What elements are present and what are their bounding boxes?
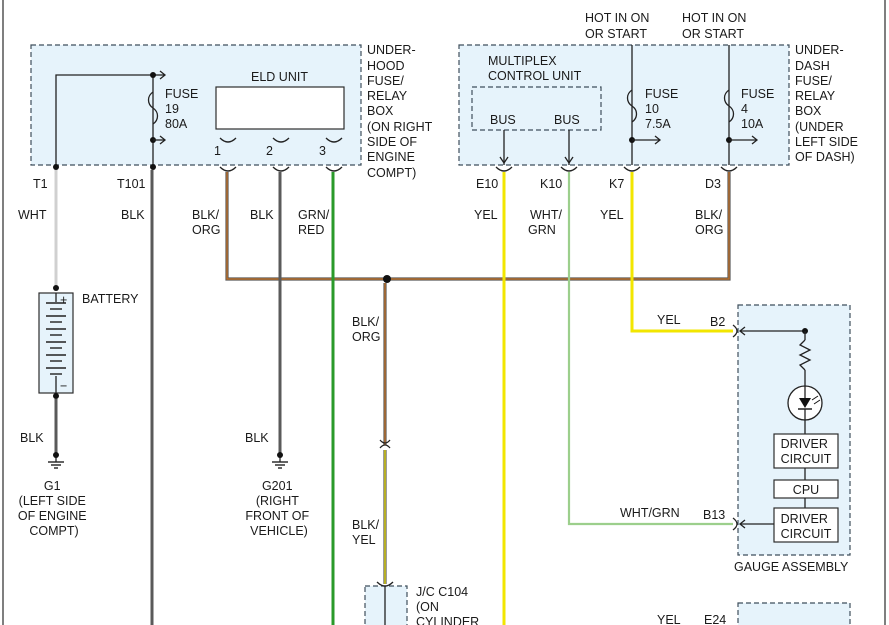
fuse-feed-line [55, 74, 153, 165]
battery-label: BATTERY [82, 292, 139, 306]
label-blk-yel: BLK/ YEL [352, 518, 383, 547]
label-blk-org-d3: BLK/ ORG [695, 208, 726, 237]
gauge-pin-b2: B2 [710, 315, 725, 329]
eld-pin-2: 2 [266, 144, 273, 158]
terminal-t101: T101 [117, 177, 146, 191]
fuse-19-label: FUSE 19 80A [165, 87, 202, 131]
eld-unit [215, 86, 345, 130]
label-wht-grn-b13: WHT/GRN [620, 506, 680, 520]
ground-g1-icon [48, 452, 64, 469]
ground-g1-label: G1 (LEFT SIDE OF ENGINE COMPT) [18, 479, 90, 538]
battery: + − [38, 285, 74, 399]
eld-unit-label: ELD UNIT [251, 70, 308, 84]
label-blk-g201: BLK [245, 431, 269, 445]
underhood-title: UNDER- HOOD FUSE/ RELAY BOX (ON RIGHT SI… [367, 43, 436, 180]
underdash-title: UNDER- DASH FUSE/ RELAY BOX (UNDER LEFT … [795, 43, 861, 164]
terminal-t1: T1 [33, 177, 48, 191]
wire-wht-grn [567, 172, 733, 526]
label-blk-2: BLK [250, 208, 274, 222]
junction-connector-c104 [364, 581, 408, 625]
gauge-assembly-label: GAUGE ASSEMBLY [734, 560, 849, 574]
hot-in-label-2: HOT IN ON OR START [682, 11, 750, 41]
bus-label-2: BUS [554, 113, 580, 127]
battery-plus: + [60, 293, 67, 307]
eld-pin-3: 3 [319, 144, 326, 158]
label-yel-k7: YEL [600, 208, 624, 222]
svg-text:DRIVER CIRCUIT: DRIVER CIRCUIT [781, 437, 832, 466]
hot-in-label-1: HOT IN ON OR START [585, 11, 653, 41]
label-blk-t101: BLK [121, 208, 145, 222]
cpu-block [773, 479, 839, 499]
jc-c104-label: J/C C104 (ON CYLINDER [416, 585, 479, 625]
label-wht: WHT [18, 208, 47, 222]
bus-label-1: BUS [490, 113, 516, 127]
fuse-4-symbol [723, 89, 735, 123]
driver-circuit-2 [773, 507, 839, 543]
underhood-fuse-box: UNDER- HOOD FUSE/ RELAY BOX (ON RIGHT SI… [30, 43, 436, 180]
fuse-4-label: FUSE 4 10A [741, 87, 778, 131]
battery-minus: − [60, 379, 67, 393]
terminal-k10: K10 [540, 177, 562, 191]
gauge-assembly: DRIVER CIRCUIT CPU DRIVER CIRCUIT [732, 304, 851, 556]
label-wht-grn-k10: WHT/ GRN [528, 208, 565, 237]
resistor-icon [798, 339, 812, 371]
svg-text:DRIVER CIRCUIT: DRIVER CIRCUIT [781, 512, 832, 541]
gauge-pin-e24: E24 [704, 613, 726, 625]
gauge-assembly-lower [737, 602, 851, 625]
label-grn-red: GRN/ RED [298, 208, 333, 237]
mcu-box [471, 86, 602, 131]
terminal-e10: E10 [476, 177, 498, 191]
ground-g201-label: G201 (RIGHT FRONT OF VEHICLE) [245, 479, 312, 538]
label-blk-org-mid: BLK/ ORG [352, 315, 383, 344]
label-yel-e10: YEL [474, 208, 498, 222]
wire-yel-k7 [630, 172, 733, 333]
underdash-fuse-box: UNDER- DASH FUSE/ RELAY BOX (UNDER LEFT … [458, 43, 861, 172]
fuse-10-label: FUSE 10 7.5A [645, 87, 682, 131]
label-blk-battery: BLK [20, 431, 44, 445]
eld-pin-1: 1 [214, 144, 221, 158]
svg-text:CPU: CPU [793, 483, 819, 497]
fuse-10-symbol [626, 89, 638, 123]
ground-g201-icon [272, 452, 288, 469]
fuse-19-symbol [147, 91, 159, 125]
label-yel-e24: YEL [657, 613, 681, 625]
terminal-d3: D3 [705, 177, 721, 191]
driver-circuit-1 [773, 433, 839, 469]
gauge-pin-b13: B13 [703, 508, 725, 522]
splice-point [383, 275, 391, 283]
inline-connector [379, 439, 391, 449]
label-yel-b2: YEL [657, 313, 681, 327]
mcu-label: MULTIPLEX CONTROL UNIT [488, 54, 582, 83]
terminal-k7: K7 [609, 177, 624, 191]
label-blk-org-1: BLK/ ORG [192, 208, 223, 237]
